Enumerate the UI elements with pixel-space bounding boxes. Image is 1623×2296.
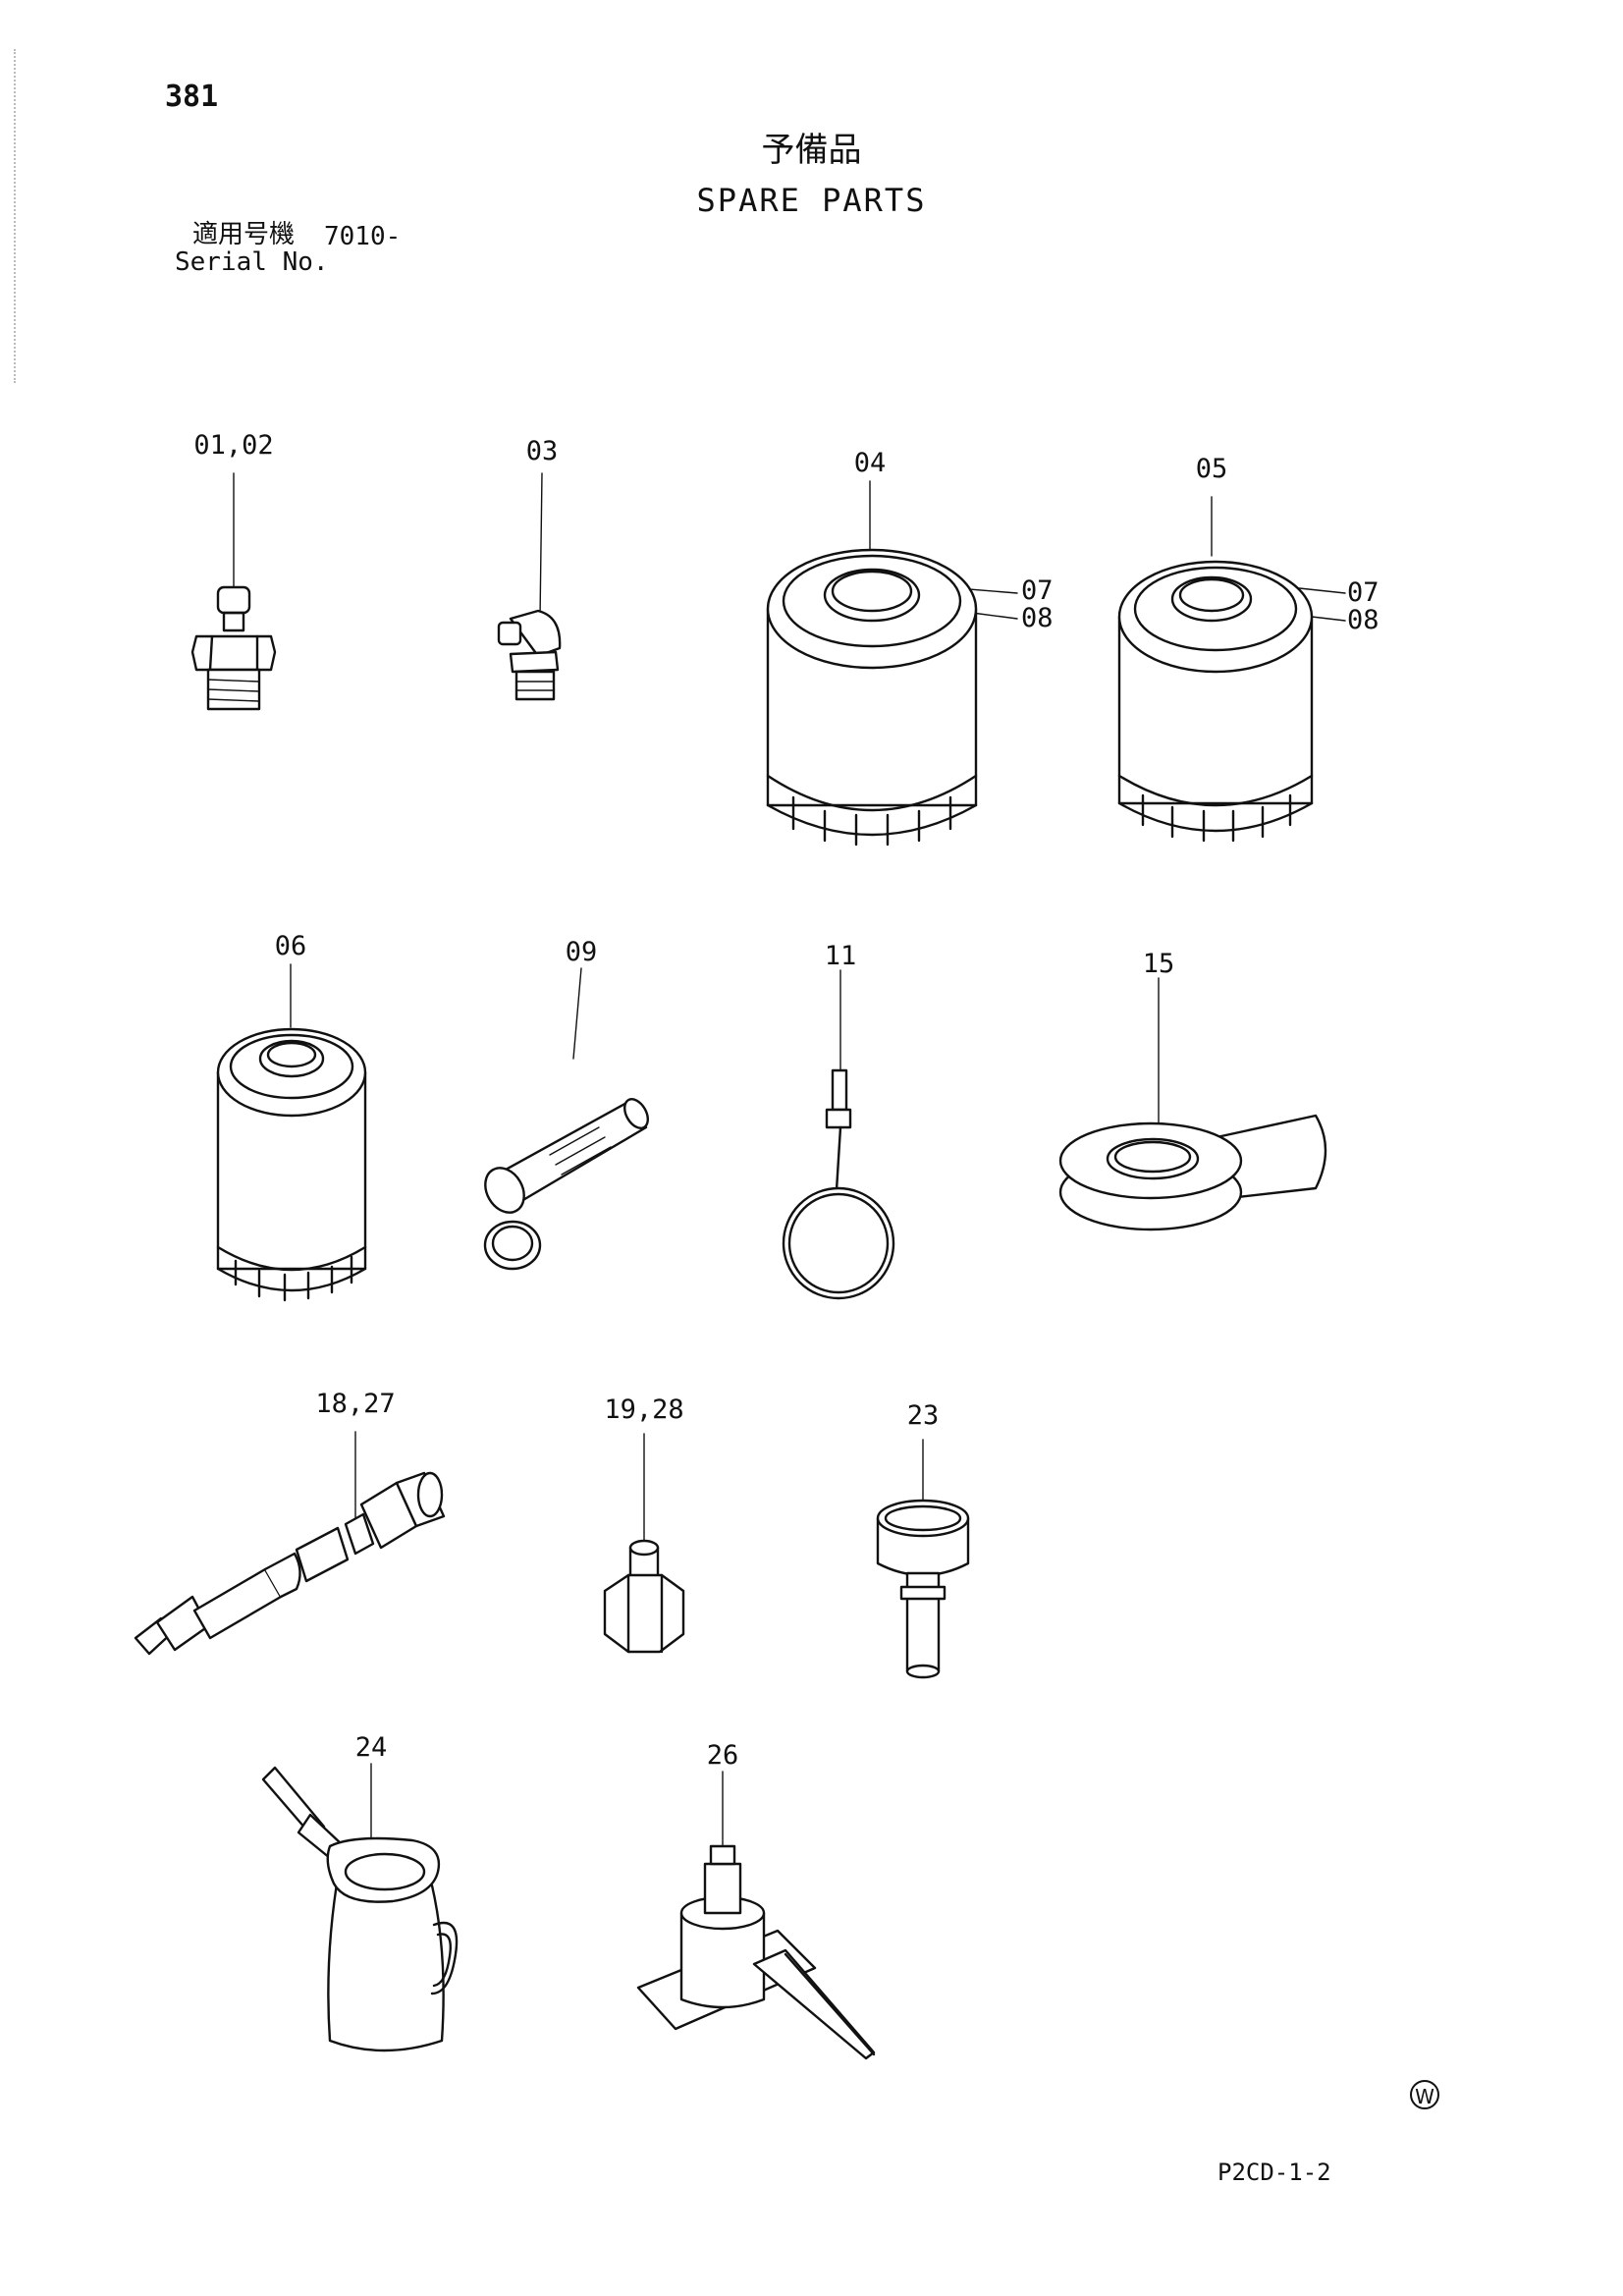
callout-26: 26: [706, 1740, 739, 1771]
part-seal-tape-15: [1058, 1114, 1327, 1231]
margin-perforation: [14, 49, 20, 383]
part-filter-06: [216, 1027, 367, 1302]
page-number: 381: [165, 80, 219, 114]
serial-value: 7010-: [324, 222, 402, 251]
callout-04: 04: [853, 448, 887, 478]
manufacturer-mark: W: [1410, 2080, 1439, 2109]
callout-19-28: 19,28: [604, 1394, 684, 1425]
callout-05: 05: [1195, 454, 1228, 484]
callout-08-b: 08: [1347, 605, 1380, 635]
part-strainer-09: [483, 1098, 649, 1271]
part-funnel-23: [876, 1499, 970, 1679]
part-grease-nipple-straight: [190, 585, 277, 711]
page-title-jp: 予備品: [761, 131, 862, 170]
part-ring-11: [782, 1068, 895, 1300]
part-oil-jug-24: [261, 1766, 459, 2052]
part-jack-26: [636, 1844, 876, 2060]
callout-24: 24: [354, 1732, 388, 1763]
callout-03: 03: [525, 436, 559, 466]
callout-09: 09: [565, 937, 598, 967]
page-title-en: SPARE PARTS: [696, 182, 927, 219]
callout-11: 11: [824, 941, 857, 971]
callout-07-a: 07: [1021, 575, 1054, 606]
callout-01-02: 01,02: [193, 430, 274, 461]
part-filter-04: [766, 548, 978, 847]
callout-15: 15: [1142, 949, 1175, 979]
callout-23: 23: [906, 1400, 940, 1431]
serial-label-en: Serial No.: [175, 247, 329, 277]
callout-06: 06: [274, 931, 307, 961]
callout-08-a: 08: [1021, 603, 1054, 633]
callout-07-b: 07: [1347, 577, 1380, 608]
serial-label-jp: 適用号機: [192, 220, 296, 249]
document-code: P2CD-1-2: [1217, 2159, 1331, 2186]
part-hose-18-27: [134, 1471, 446, 1656]
part-adapter-19-28: [603, 1539, 685, 1654]
callout-18-27: 18,27: [315, 1389, 396, 1419]
part-grease-nipple-angled: [497, 609, 562, 701]
part-filter-05: [1117, 560, 1314, 843]
